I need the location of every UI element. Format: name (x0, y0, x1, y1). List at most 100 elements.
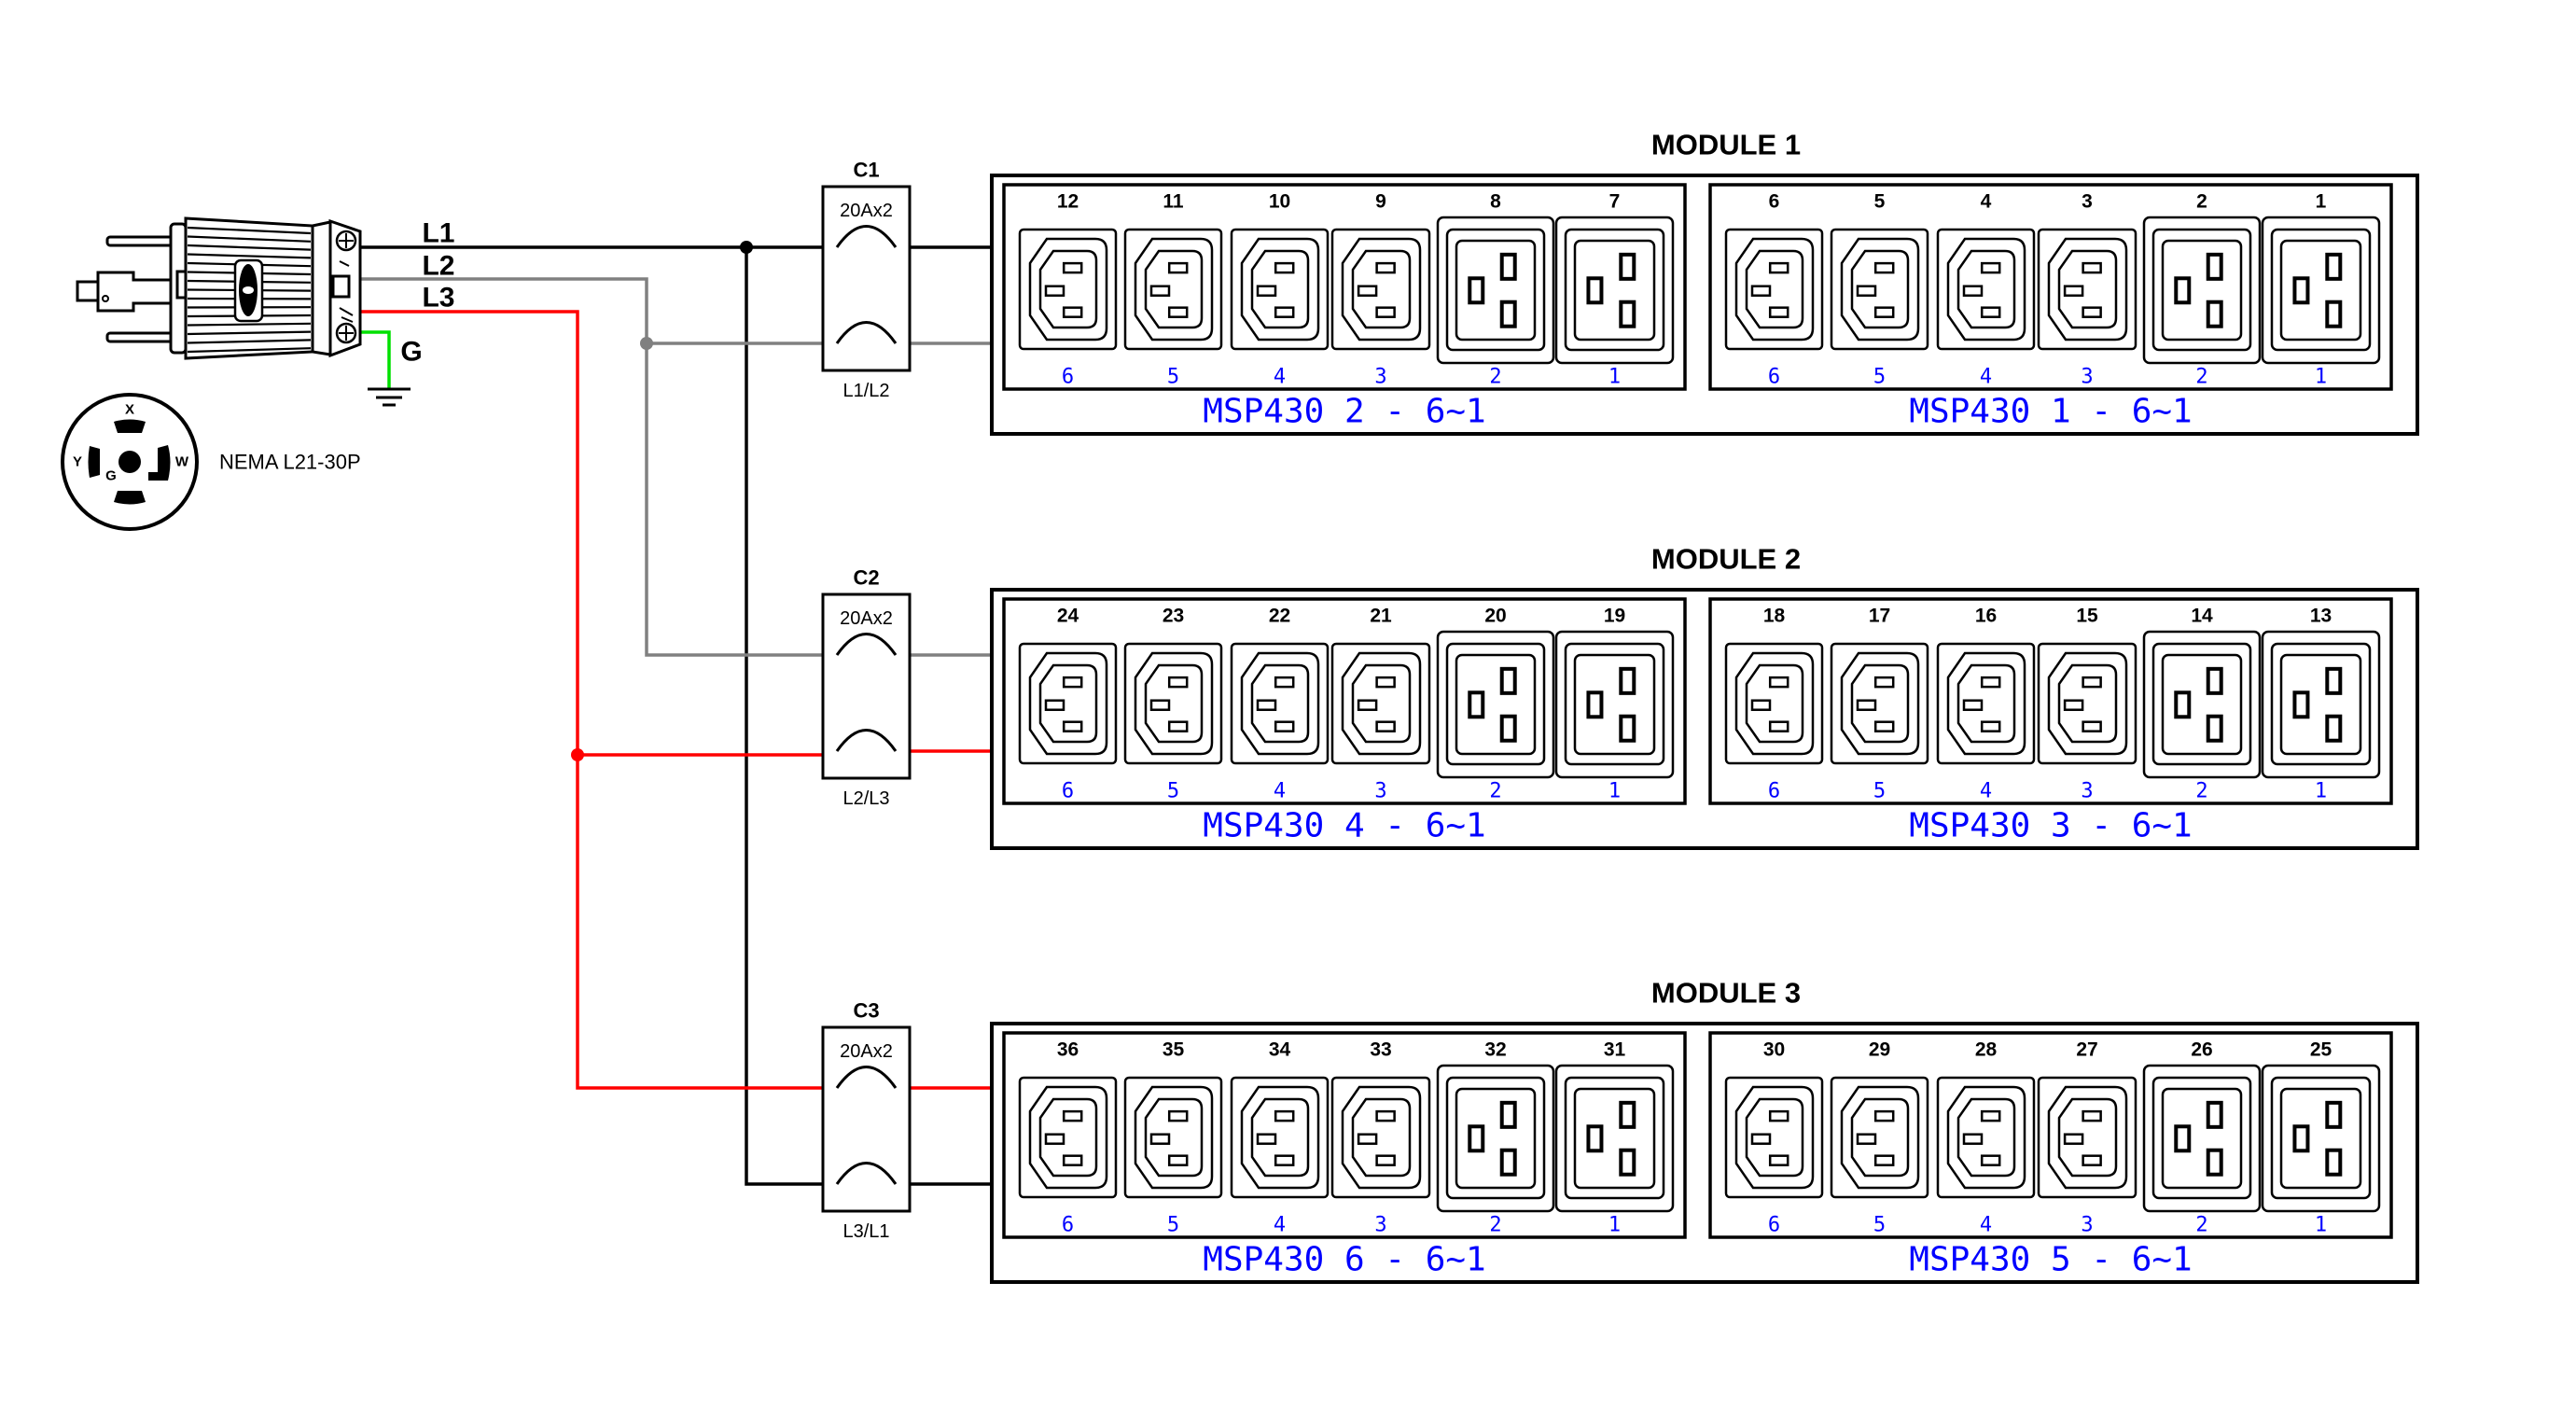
outlet-c13-face (1038, 249, 1098, 329)
plug-grip-line (187, 253, 312, 259)
outlet-number: 6 (1769, 191, 1780, 213)
outlet-c13-shroud (1028, 1085, 1108, 1190)
wire-label-l1: L1 (422, 218, 454, 249)
outlet-2: 22 (2142, 191, 2262, 389)
outlet-c19-face (1573, 653, 1656, 756)
outlet-c13-shroud (2047, 237, 2128, 342)
outlet-slot-earth (1962, 699, 1984, 711)
outlet-port-number: 4 (1980, 1214, 1992, 1237)
outlet-slot-live (1873, 1109, 1895, 1122)
nema-label-y: Y (73, 454, 82, 470)
outlet-slot-neutral (1619, 1148, 1636, 1177)
plug-screw-slot-top (339, 233, 354, 248)
outlet-slot-earth (1750, 285, 1772, 297)
nema-label-g: G (105, 468, 117, 484)
outlet-c13-face (2057, 1097, 2118, 1178)
wire-l2-to-c2 (359, 277, 837, 657)
outlet-slot-live (1167, 261, 1189, 274)
junction-l2-dot (640, 337, 653, 350)
outlet-c13-face (1351, 249, 1412, 329)
outlet-c13-face (1144, 1097, 1204, 1178)
outlet-frame (2261, 216, 2381, 365)
outlet-port-number: 5 (1167, 1214, 1179, 1237)
outlet-slot-live (2325, 252, 2343, 281)
unit-frame (1708, 183, 2393, 391)
outlet-5: 55 (1830, 191, 1929, 389)
outlet-number: 22 (1269, 606, 1290, 627)
unit-frame (1002, 597, 1687, 805)
outlet-slot-neutral (2325, 714, 2343, 743)
outlet-port-number: 1 (1608, 366, 1621, 389)
outlet-frame (1123, 228, 1223, 351)
outlet-35: 355 (1123, 1039, 1223, 1237)
breaker-rating: 20Ax2 (840, 201, 893, 221)
outlet-c19-shroud (1564, 642, 1665, 766)
outlet-frame (1830, 1076, 1929, 1199)
wire-ground (360, 330, 391, 389)
nema-label-x: X (125, 402, 134, 418)
outlet-c19-face (1455, 1087, 1537, 1190)
outlet-number: 4 (1981, 191, 1992, 213)
outlet-17: 175 (1830, 606, 1929, 803)
outlet-slot-earth (1856, 285, 1877, 297)
outlet-c13-shroud (1341, 651, 1422, 756)
outlet-slot-neutral (1768, 306, 1789, 318)
outlet-slot-neutral (2082, 306, 2102, 318)
outlet-10: 104 (1230, 191, 1330, 389)
module-outer-frame (990, 1022, 2419, 1284)
junction-l3-dot (571, 748, 584, 761)
outlet-port-number: 3 (2081, 780, 2093, 803)
outlet-number: 5 (1874, 191, 1886, 213)
outlet-frame (2142, 1064, 2262, 1213)
outlet-slot-neutral (1873, 1154, 1895, 1166)
outlet-slot-live (1619, 666, 1636, 695)
outlet-c13-shroud (1341, 1085, 1422, 1190)
outlet-c13-face (1850, 249, 1910, 329)
outlet-slot-neutral (1062, 306, 1083, 318)
outlet-port-number: 5 (1167, 780, 1179, 803)
outlet-slot-live (1980, 676, 2001, 689)
outlet-port-number: 2 (2195, 780, 2207, 803)
outlet-c19-face (2161, 1087, 2243, 1190)
outlet-port-number: 1 (2315, 366, 2327, 389)
outlet-slot-earth (1256, 1133, 1277, 1145)
outlet-port-number: 3 (1374, 780, 1386, 803)
plug-prong-tip (76, 280, 100, 302)
plug-grip-line (187, 244, 312, 251)
outlet-port-number: 2 (2195, 1214, 2207, 1237)
outlet-c19-shroud (2151, 642, 2252, 766)
outlet-slot-earth (2174, 690, 2192, 719)
outlet-c19-face (2161, 653, 2243, 756)
outlet-slot-live (1274, 676, 1295, 689)
outlet-slot-live (1499, 666, 1517, 695)
outlet-4: 44 (1936, 191, 2036, 389)
outlet-slot-neutral (1167, 306, 1189, 318)
outlet-slot-neutral (1873, 720, 1895, 732)
outlet-28: 284 (1936, 1039, 2036, 1237)
unit-frame (1002, 1031, 1687, 1239)
outlet-6: 66 (1724, 191, 1824, 389)
unit-frame (1002, 183, 1687, 391)
outlet-slot-earth (2174, 1124, 2192, 1153)
outlet-port-number: 3 (2081, 366, 2093, 389)
outlet-slot-earth (1357, 285, 1378, 297)
outlet-c13-shroud (1134, 237, 1214, 342)
outlet-number: 11 (1163, 191, 1184, 213)
outlet-slot-live (1980, 1109, 2001, 1122)
outlet-slot-live (1274, 1109, 1295, 1122)
outlet-33: 333 (1330, 1039, 1431, 1237)
plug-rivet (102, 295, 109, 302)
outlet-c13-shroud (1028, 651, 1108, 756)
outlet-number: 2 (2196, 191, 2207, 213)
outlet-c13-shroud (1341, 237, 1422, 342)
outlet-port-number: 6 (1062, 366, 1074, 389)
outlet-slot-neutral (1167, 720, 1189, 732)
outlet-slot-neutral (1274, 306, 1295, 318)
wire-label-l3: L3 (422, 283, 454, 314)
